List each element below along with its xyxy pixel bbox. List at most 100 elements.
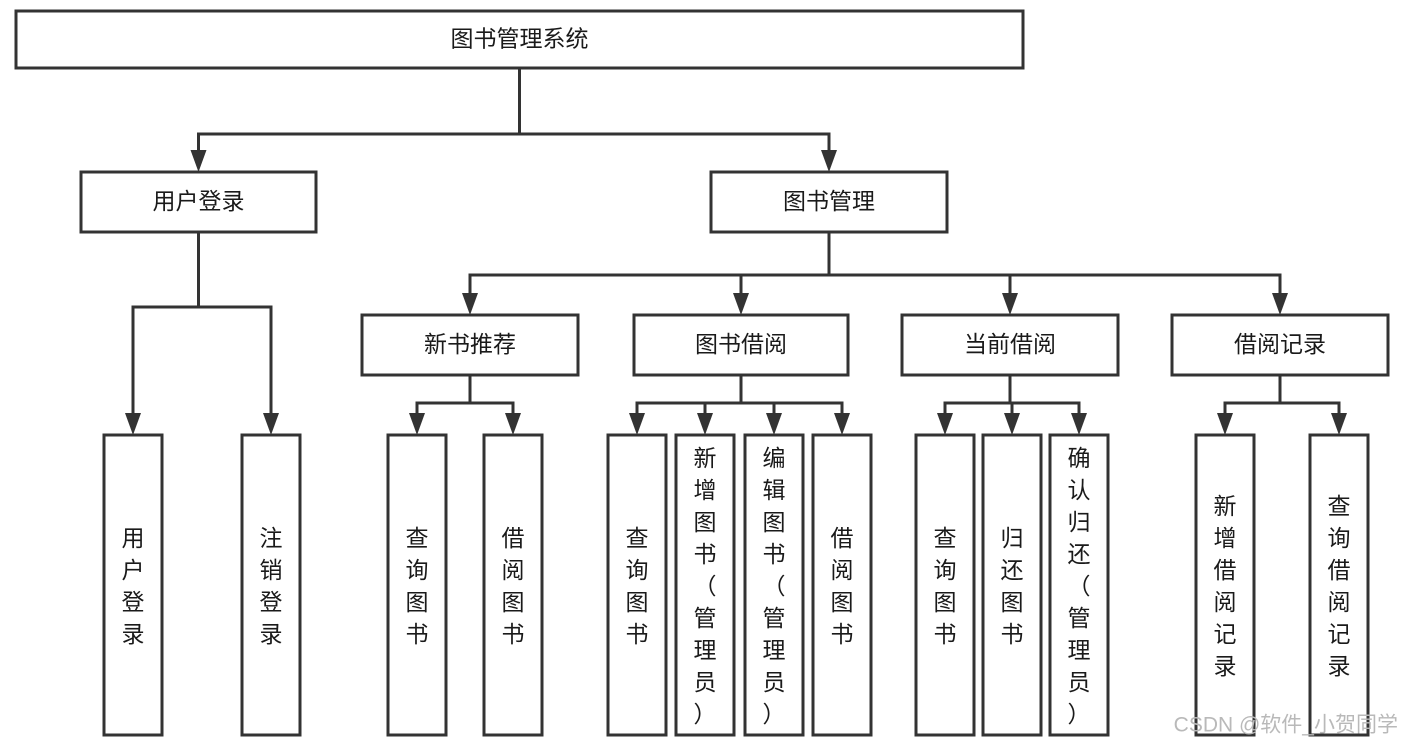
node-label: 查询图书	[626, 525, 649, 647]
node-归还图书[interactable]: 归还图书	[981, 433, 1043, 737]
node-新增借阅记录[interactable]: 新增借阅记录	[1194, 433, 1256, 737]
node-label: 图书管理	[783, 188, 875, 214]
node-借阅图书[interactable]: 借阅图书	[482, 433, 544, 737]
connector-图书管理-to-图书借阅	[733, 232, 831, 315]
connector-新书推荐-to-查询图书	[409, 375, 472, 435]
arrow-head-icon	[1272, 293, 1288, 315]
node-label: 注销登录	[260, 525, 283, 647]
node-label: 确认归还（管理员）	[1068, 445, 1091, 727]
arrow-head-icon	[409, 413, 425, 435]
node-box[interactable]	[1194, 433, 1256, 737]
connector-layer	[125, 68, 1347, 435]
arrow-head-icon	[697, 413, 713, 435]
node-box[interactable]	[102, 433, 164, 737]
arrow-head-icon	[462, 293, 478, 315]
node-label: 借阅图书	[502, 525, 525, 647]
node-图书管理[interactable]: 图书管理	[709, 170, 949, 234]
node-label: 用户登录	[153, 188, 245, 214]
node-box[interactable]	[360, 313, 580, 377]
node-label: 图书借阅	[695, 331, 787, 357]
node-box[interactable]	[811, 433, 873, 737]
node-图书管理系统[interactable]: 图书管理系统	[14, 9, 1025, 70]
node-label: 新增借阅记录	[1214, 493, 1237, 679]
connector-图书管理-to-借阅记录	[827, 232, 1288, 315]
connector-图书管理系统-to-图书管理	[518, 68, 837, 172]
connector-图书借阅-to-借阅图书	[739, 375, 850, 435]
node-label: 用户登录	[122, 525, 145, 647]
node-查询图书[interactable]: 查询图书	[914, 433, 976, 737]
arrow-head-icon	[766, 413, 782, 435]
watermark-label: CSDN @软件_小贺同学	[1174, 714, 1398, 737]
node-label: 查询借阅记录	[1328, 493, 1351, 679]
node-编辑图书管理员[interactable]: 编辑图书（管理员）	[743, 433, 805, 737]
arrow-head-icon	[1071, 413, 1087, 435]
node-box[interactable]	[240, 433, 302, 737]
node-label: 新书推荐	[424, 331, 516, 357]
connector-图书借阅-to-新增图书管理员	[697, 375, 743, 435]
node-用户登录[interactable]: 用户登录	[102, 433, 164, 737]
node-label: 借阅记录	[1234, 331, 1326, 357]
node-label: 归还图书	[1001, 525, 1024, 647]
connector-当前借阅-to-确认归还管理员	[1008, 375, 1087, 435]
connector-图书管理系统-to-用户登录	[190, 68, 521, 172]
node-借阅图书[interactable]: 借阅图书	[811, 433, 873, 737]
node-box[interactable]	[900, 313, 1120, 377]
node-box[interactable]	[674, 433, 736, 737]
node-借阅记录[interactable]: 借阅记录	[1170, 313, 1390, 377]
node-box[interactable]	[482, 433, 544, 737]
node-确认归还管理员[interactable]: 确认归还（管理员）	[1048, 433, 1110, 737]
connector-新书推荐-to-借阅图书	[468, 375, 521, 435]
node-新增图书管理员[interactable]: 新增图书（管理员）	[674, 433, 736, 737]
connector-用户登录-to-用户登录	[125, 232, 200, 435]
connector-图书借阅-to-查询图书	[629, 375, 743, 435]
node-label: 当前借阅	[964, 331, 1056, 357]
node-查询图书[interactable]: 查询图书	[606, 433, 668, 737]
node-box[interactable]	[743, 433, 805, 737]
node-label: 查询图书	[934, 525, 957, 647]
arrow-head-icon	[1331, 413, 1347, 435]
arrow-head-icon	[629, 413, 645, 435]
node-box[interactable]	[1308, 433, 1370, 737]
node-label: 新增图书（管理员）	[694, 445, 717, 727]
node-查询图书[interactable]: 查询图书	[386, 433, 448, 737]
node-box[interactable]	[606, 433, 668, 737]
node-box[interactable]	[386, 433, 448, 737]
node-box[interactable]	[1048, 433, 1110, 737]
node-box[interactable]	[981, 433, 1043, 737]
arrow-head-icon	[1002, 293, 1018, 315]
connector-图书借阅-to-编辑图书管理员	[739, 375, 782, 435]
arrow-head-icon	[821, 150, 837, 172]
arrow-head-icon	[190, 150, 207, 172]
node-box[interactable]	[1170, 313, 1390, 377]
node-layer: 图书管理系统用户登录图书管理新书推荐图书借阅当前借阅借阅记录用户登录注销登录查询…	[14, 9, 1390, 737]
node-box[interactable]	[914, 433, 976, 737]
node-用户登录[interactable]: 用户登录	[79, 170, 318, 234]
node-label: 借阅图书	[831, 525, 854, 647]
arrow-head-icon	[834, 413, 850, 435]
connector-当前借阅-to-查询图书	[937, 375, 1012, 435]
node-注销登录[interactable]: 注销登录	[240, 433, 302, 737]
node-查询借阅记录[interactable]: 查询借阅记录	[1308, 433, 1370, 737]
node-图书借阅[interactable]: 图书借阅	[632, 313, 850, 377]
connector-借阅记录-to-查询借阅记录	[1278, 375, 1347, 435]
connector-用户登录-to-注销登录	[197, 232, 279, 435]
node-label: 编辑图书（管理员）	[763, 445, 786, 727]
node-label: 图书管理系统	[451, 26, 589, 52]
node-box[interactable]	[14, 9, 1025, 70]
arrow-head-icon	[1004, 413, 1020, 435]
arrow-head-icon	[263, 413, 279, 435]
arrow-head-icon	[937, 413, 953, 435]
node-label: 查询图书	[406, 525, 429, 647]
node-box[interactable]	[709, 170, 949, 234]
connector-当前借阅-to-归还图书	[1004, 375, 1020, 435]
connector-借阅记录-to-新增借阅记录	[1217, 375, 1282, 435]
node-新书推荐[interactable]: 新书推荐	[360, 313, 580, 377]
node-当前借阅[interactable]: 当前借阅	[900, 313, 1120, 377]
node-box[interactable]	[632, 313, 850, 377]
arrow-head-icon	[1217, 413, 1233, 435]
arrow-head-icon	[505, 413, 521, 435]
arrow-head-icon	[125, 413, 141, 435]
node-box[interactable]	[79, 170, 318, 234]
